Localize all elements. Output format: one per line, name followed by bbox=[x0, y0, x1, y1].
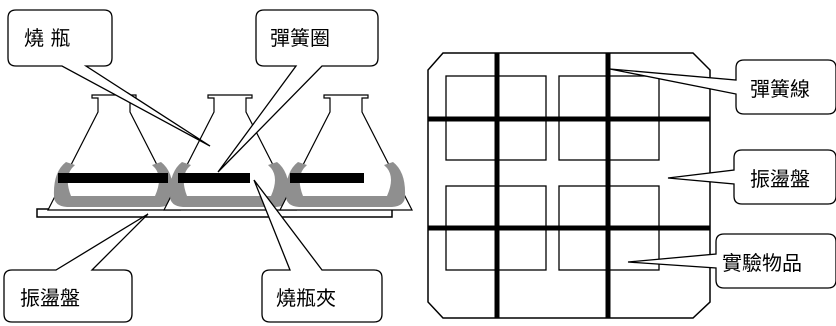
flask-clamp-1 bbox=[53, 162, 174, 207]
flask-1 bbox=[47, 94, 181, 211]
callout-flask-text: 燒 瓶 bbox=[24, 26, 70, 50]
callout-flask-clamp: 燒瓶夾 bbox=[253, 179, 383, 323]
flask-clamp-2 bbox=[169, 162, 290, 207]
callout-spring-ring-text: 彈簧圈 bbox=[270, 26, 330, 50]
callout-flask-clamp-text: 燒瓶夾 bbox=[276, 286, 336, 310]
spring-ring-2 bbox=[178, 173, 250, 183]
callout-sample: 實驗物品 bbox=[627, 233, 836, 289]
callout-shaker-right-text: 振盪盤 bbox=[750, 167, 810, 191]
callout-sample-text: 實驗物品 bbox=[722, 251, 802, 275]
flask-3 bbox=[279, 94, 413, 211]
spring-lines bbox=[428, 53, 710, 318]
callout-shaker-right: 振盪盤 bbox=[667, 149, 836, 205]
spring-ring-1 bbox=[58, 173, 168, 183]
callout-shaker-left: 振盪盤 bbox=[3, 213, 149, 323]
callout-spring-ring: 彈簧圈 bbox=[217, 9, 379, 173]
callout-spring-line-text: 彈簧線 bbox=[750, 77, 810, 101]
spring-ring-3 bbox=[290, 173, 364, 183]
callout-shaker-left-text: 振盪盤 bbox=[20, 286, 80, 310]
flask-2 bbox=[163, 94, 297, 211]
flask-clamp-3 bbox=[285, 162, 406, 207]
callout-flask: 燒 瓶 bbox=[7, 9, 211, 147]
